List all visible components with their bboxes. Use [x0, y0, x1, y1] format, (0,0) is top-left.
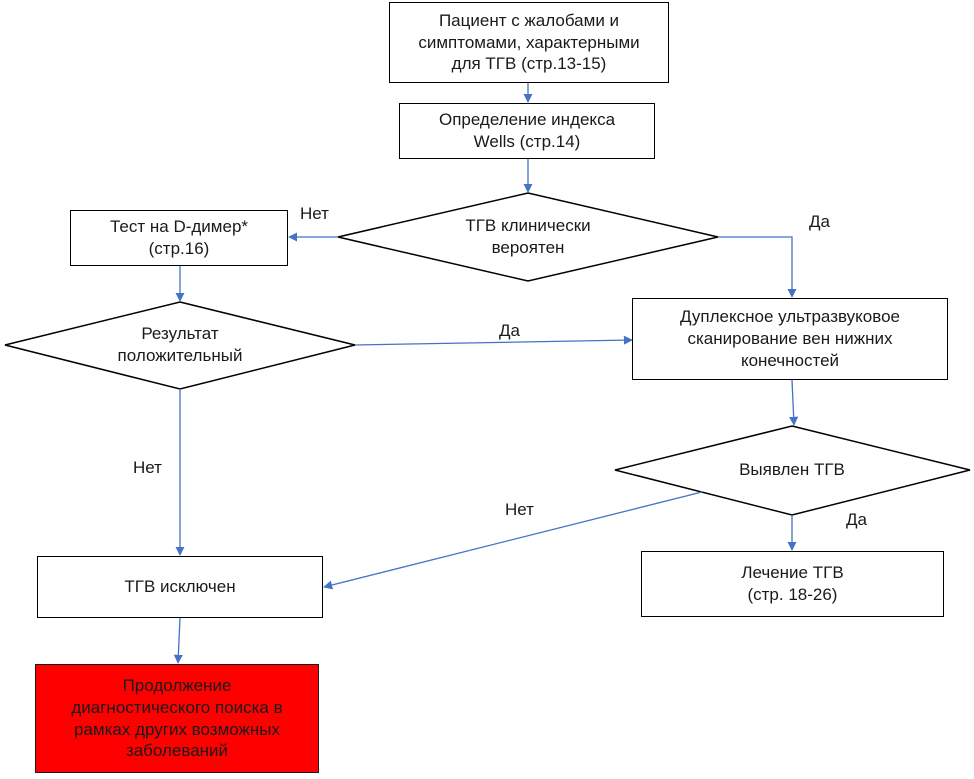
arrow-excluded-to-continue	[173, 617, 183, 664]
edge-label-found-no: Нет	[505, 500, 534, 519]
decision-label-result-positive: Результат положительный	[117, 324, 243, 365]
arrow-result-to-duplex	[354, 335, 633, 346]
decision-label-dvt-likely: ТГВ клинически вероятен	[465, 216, 591, 257]
edge-label-found-yes: Да	[846, 510, 867, 529]
edge-label-likely-yes: Да	[809, 212, 830, 231]
box-wells-index: Определение индекса Wells (стр.14)	[399, 103, 655, 159]
box-dvt-excluded: ТГВ исключен	[37, 556, 323, 618]
box-continue-diagnostic-search: Продолжение диагностического поиска в ра…	[35, 664, 319, 773]
edge-label-likely-no: Нет	[300, 204, 329, 223]
edge-label-result-no: Нет	[133, 458, 162, 477]
box-patient-symptoms: Пациент с жалобами и симптомами, характе…	[389, 2, 669, 83]
decision-diamond-dvt-likely	[337, 192, 719, 282]
edge-label-result-yes: Да	[499, 321, 520, 340]
box-duplex-ultrasound: Дуплексное ультразвуковое сканирование в…	[632, 298, 948, 380]
arrow-duplex-to-found	[789, 379, 799, 426]
decision-label-dvt-found: Выявлен ТГВ	[739, 460, 845, 480]
arrow-found-to-excluded	[323, 491, 703, 590]
box-d-dimer-test: Тест на D-димер* (стр.16)	[70, 210, 288, 266]
arrow-likely-to-duplex	[718, 236, 797, 298]
box-dvt-treatment: Лечение ТГВ (стр. 18-26)	[641, 551, 944, 617]
